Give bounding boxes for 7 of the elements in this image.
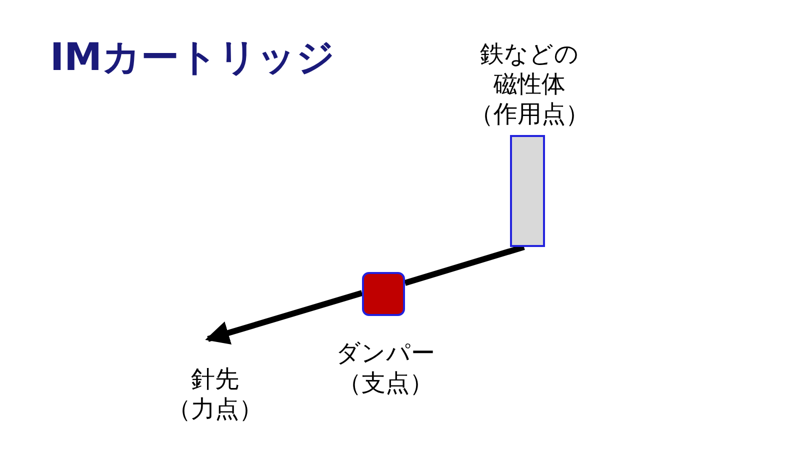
node-label: ダンパー [335,338,436,368]
needle-tip-label: 針先 （力点） [150,336,280,426]
node-label: 鉄などの磁性体 [479,39,580,99]
node-note: （作用点） [468,99,590,129]
lever-arrow [205,290,363,344]
title: IMカートリッジ [50,34,335,81]
node-note: （支点） [336,368,434,398]
